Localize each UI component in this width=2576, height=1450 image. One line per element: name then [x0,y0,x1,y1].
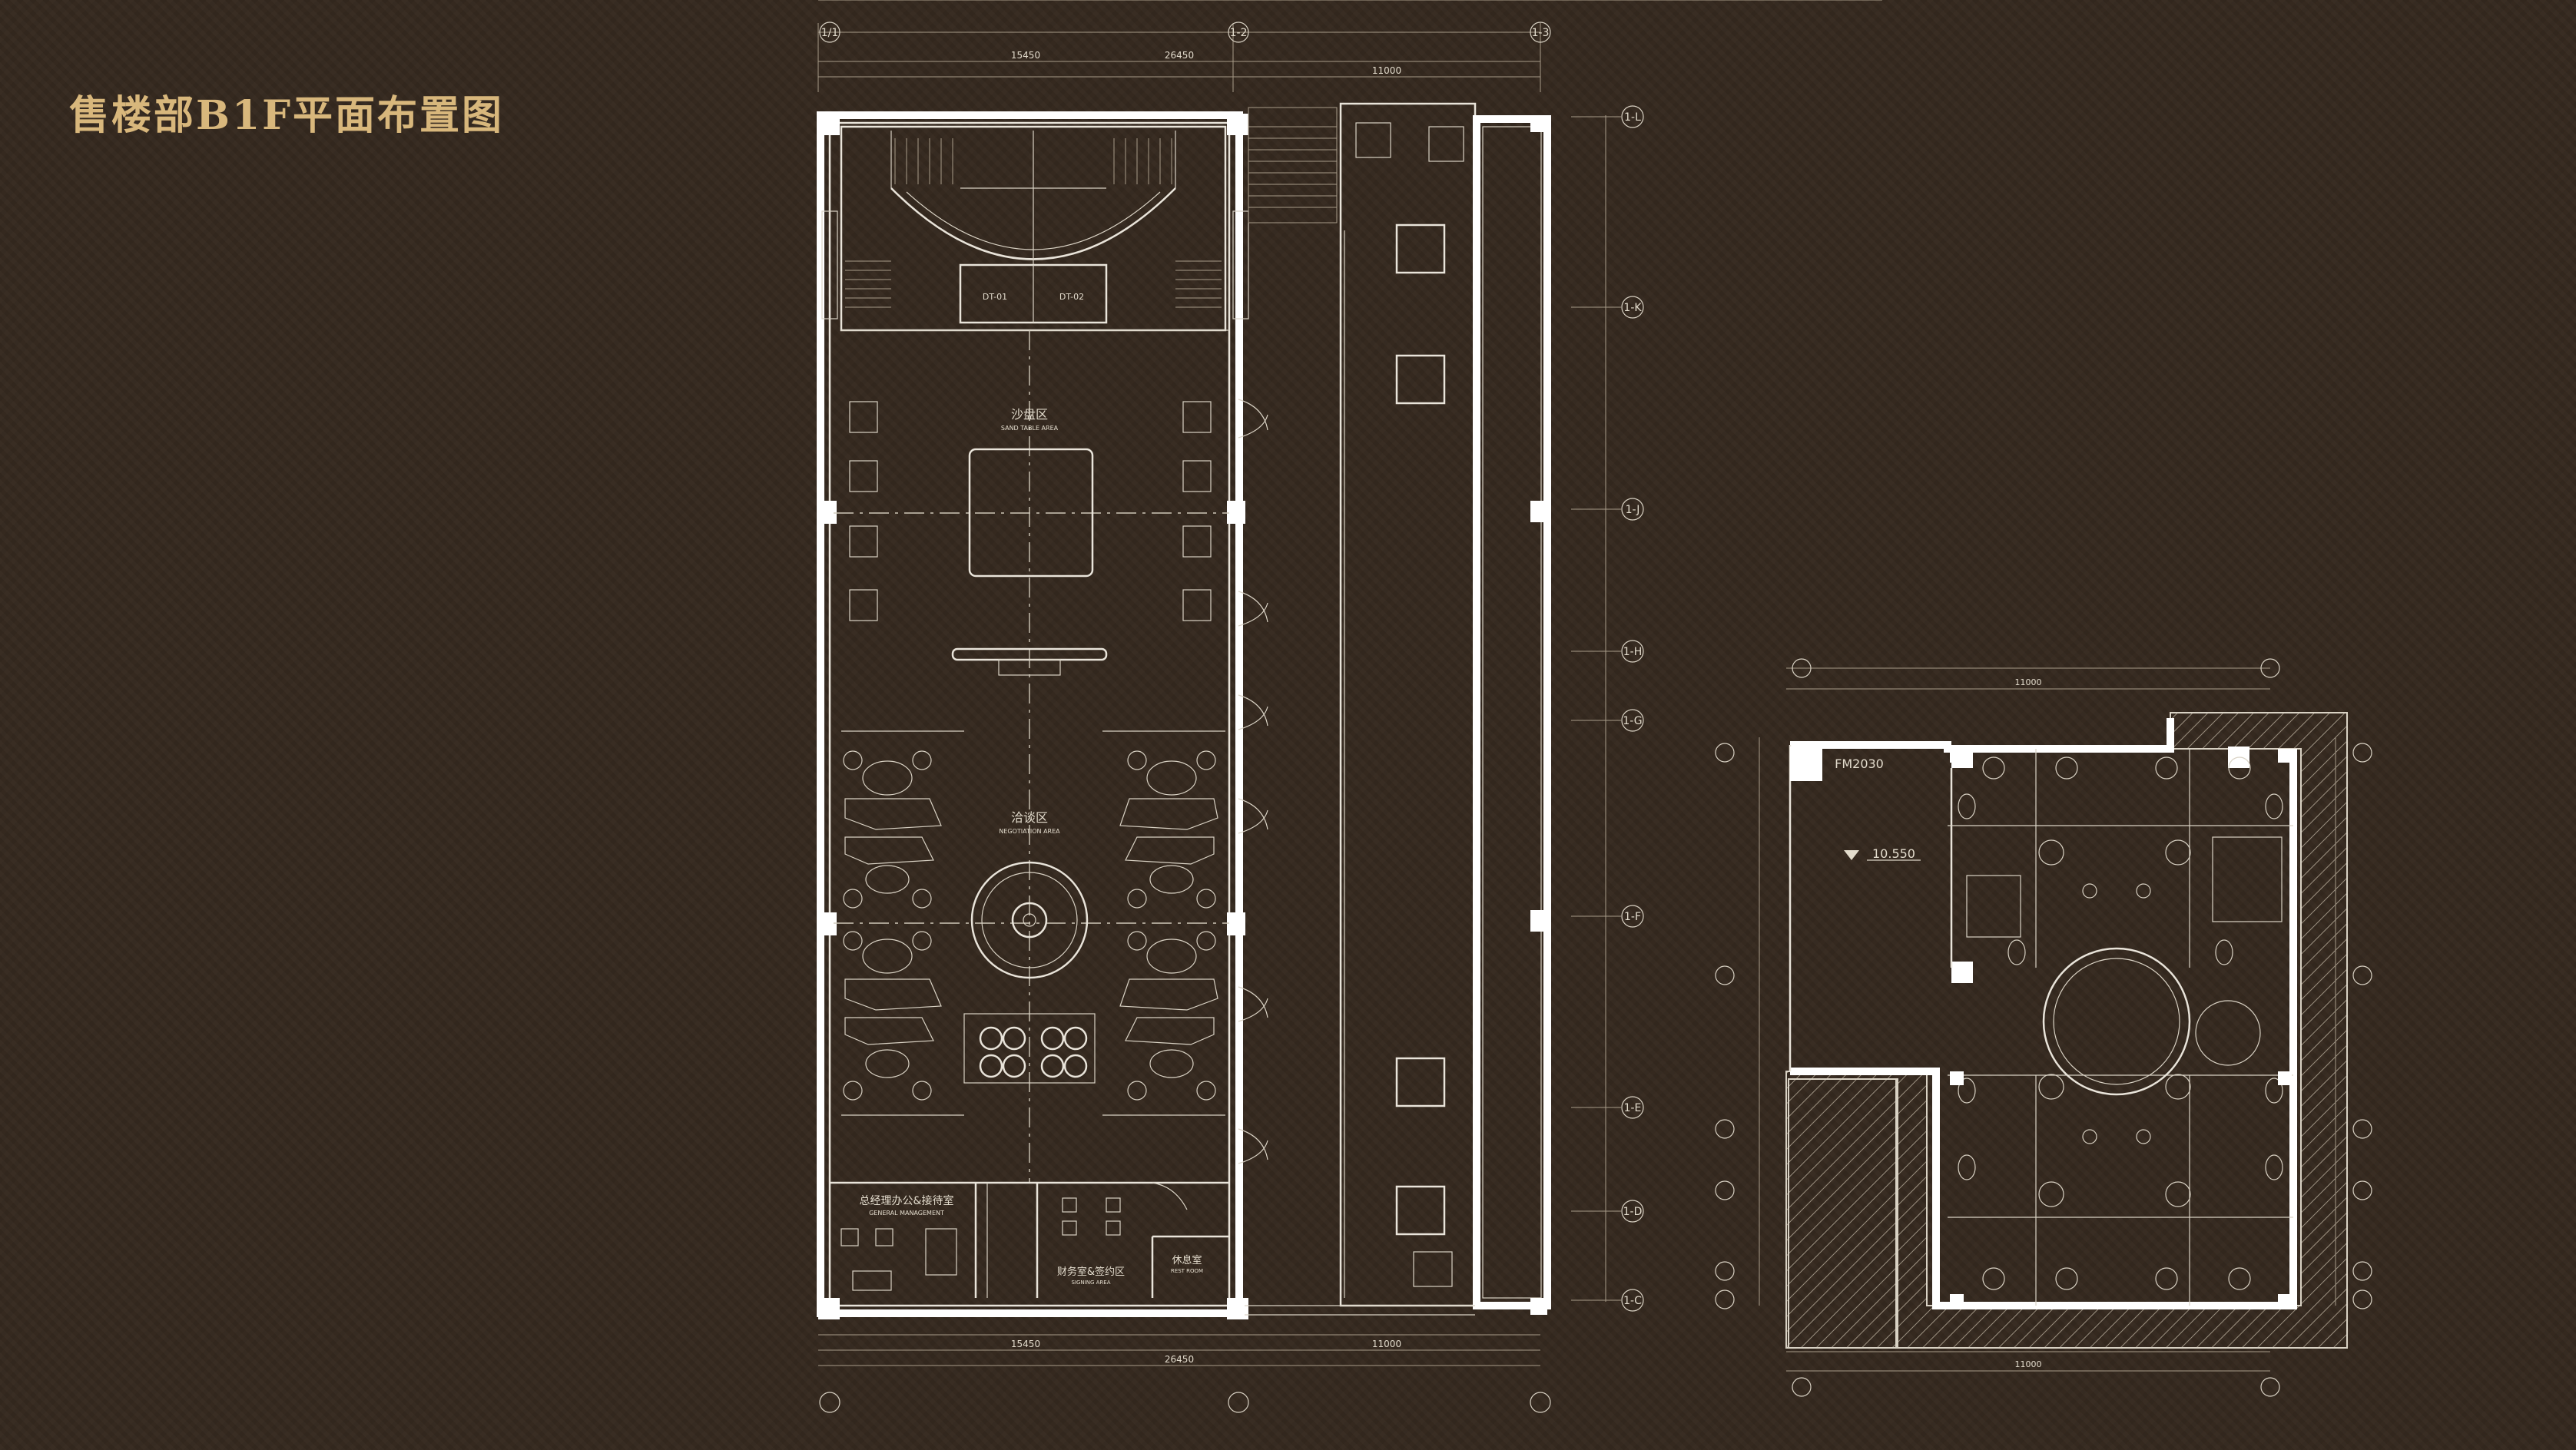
sand-table-label: 沙盘区 [1011,407,1048,422]
sand-table-area: 沙盘区 SAND TABLE AREA [849,401,1212,676]
elevator-a-label: DT-01 [983,292,1007,302]
grid-right-5: 1-G [1623,715,1642,727]
grid-right-9: 1-C [1623,1295,1642,1307]
dim-bottom-1: 15450 [1011,1339,1040,1349]
stair-block: DT-01 DT-02 [821,107,1338,332]
gm-office-label-en: GENERAL MANAGEMENT [869,1210,944,1217]
grid-top-3: 1-3 [1532,27,1550,39]
dim-top-1: 15450 [1011,50,1040,61]
grid-top-1: 1/1 [821,27,839,39]
grid-right-3: 1-J [1626,504,1640,516]
grid-right-8: 1-D [1623,1206,1643,1218]
side-dim-bottom: 11000 [2015,1359,2042,1369]
grid-right-1: 1-L [1624,111,1641,124]
dim-top-3: 11000 [1372,65,1401,76]
side-floor-plan: 11000 11000 FM2030 [1715,658,2372,1397]
grid-top-2: 1-2 [1230,27,1248,39]
gm-office-label: 总经理办公&接待室 [860,1194,954,1207]
rest-room-label: 休息室 [1172,1254,1202,1266]
side-doors [1238,399,1268,1164]
elevator-b-label: DT-02 [1059,292,1084,302]
finance-label: 财务室&签约区 [1057,1266,1125,1278]
dim-top-2: 26450 [1165,50,1194,61]
dim-bottom-3: 11000 [1372,1339,1401,1349]
sand-table-label-en: SAND TABLE AREA [1001,425,1059,432]
negotiation-label-en: NEGOTIATION AREA [999,828,1060,835]
negotiation-label: 洽谈区 [1011,810,1048,825]
grid-right-6: 1-F [1624,911,1641,923]
page-title: 售楼部B1F平面布置图 [69,92,505,139]
side-dim-top: 11000 [2015,677,2042,687]
grid-right-7: 1-E [1624,1102,1642,1114]
door-code-label: FM2030 [1835,756,1884,771]
main-floor-plan: 15450 26450 11000 1/1 1-2 1-3 15450 2645… [817,0,1882,1413]
grid-right-4: 1-H [1623,646,1643,658]
finance-label-en: SIGNING AREA [1072,1280,1111,1286]
bottom-rooms: 总经理办公&接待室 GENERAL MANAGEMENT 财务室&签约区 SIG… [830,1181,1229,1298]
dim-bottom-2: 26450 [1165,1354,1194,1365]
grid-right-2: 1-K [1623,302,1642,314]
elevation-label: 10.550 [1872,846,1915,861]
negotiation-area: 洽谈区 NEGOTIATION AREA [841,730,1225,1116]
right-grid-axis: 1-L 1-K 1-J 1-H 1-G 1-F 1-E 1-D 1-C [1571,105,1644,1312]
rest-room-label-en: REST ROOM [1171,1268,1203,1274]
